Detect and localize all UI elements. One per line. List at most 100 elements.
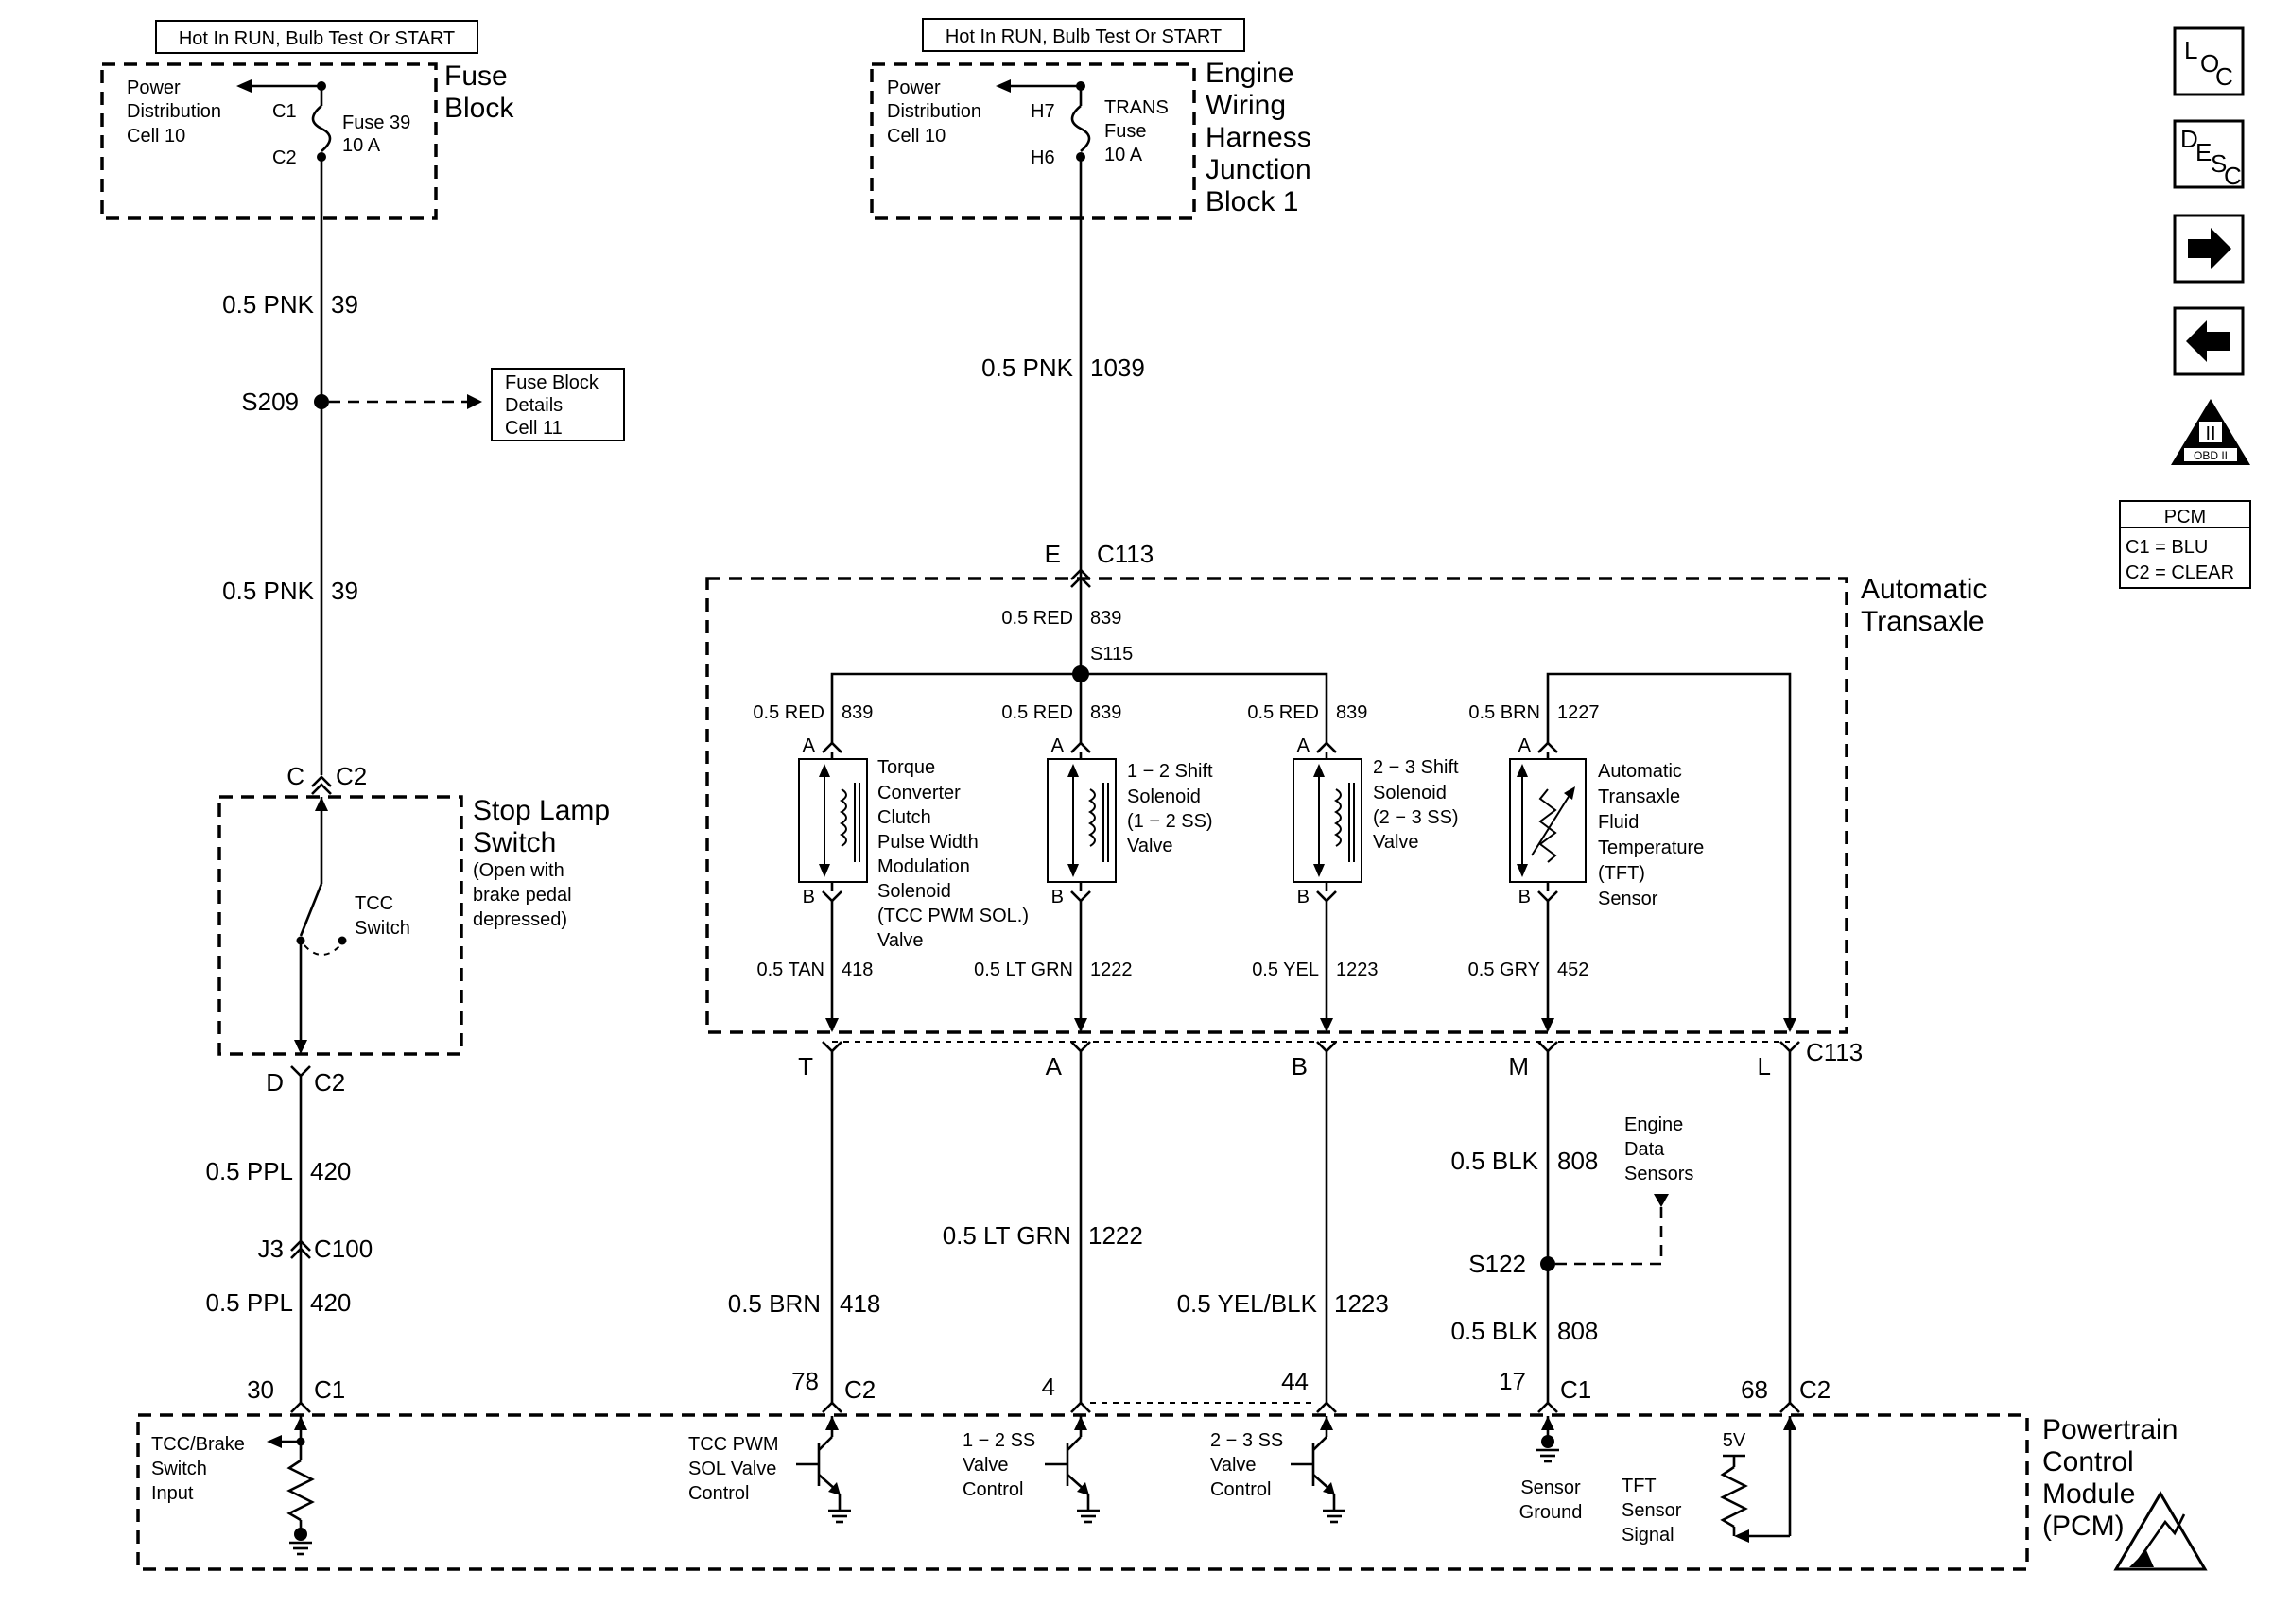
arrow-right-icon [2188,228,2231,269]
junction-block-text: Power Distribution Cell 10 H7 H6 TRANS F… [887,58,1311,217]
svg-text:0.5 GRY: 0.5 GRY [1468,959,1540,980]
hot-label-mid: Hot In RUN, Bulb Test Or START [922,18,1245,52]
svg-text:30: 30 [247,1375,274,1404]
pcm-sensor-ground: Sensor Ground [1519,1416,1583,1523]
svg-text:Block 1: Block 1 [1206,186,1298,217]
svg-text:1227: 1227 [1557,702,1600,723]
svg-text:OBD II: OBD II [2194,449,2228,462]
svg-text:Hot In RUN, Bulb Test Or START: Hot In RUN, Bulb Test Or START [946,26,1222,47]
pcm-tcc-brake-input: TCC/Brake Switch Input [151,1416,315,1556]
svg-text:68: 68 [1741,1375,1768,1404]
wire-pnk-39-label: 0.5 PNK 39 [222,290,358,319]
svg-text:0.5 RED: 0.5 RED [753,702,824,723]
svg-text:D: D [266,1068,284,1097]
svg-text:39: 39 [331,577,358,605]
obd-ii-badge: II OBD II [2171,399,2250,465]
svg-text:C: C [2215,62,2233,91]
svg-text:L: L [1758,1052,1771,1080]
svg-text:Data: Data [1624,1139,1665,1160]
svg-text:Engine: Engine [1624,1114,1683,1135]
svg-text:Distribution: Distribution [887,101,981,122]
svg-text:0.5 YEL/BLK: 0.5 YEL/BLK [1177,1289,1318,1318]
branch-labels-bottom: 0.5 TAN 418 0.5 LT GRN 1222 0.5 YEL 1223… [756,959,1588,980]
prev-button[interactable] [2173,306,2245,376]
svg-text:0.5 PNK: 0.5 PNK [222,290,314,319]
svg-text:PCM: PCM [2164,507,2206,527]
splice-s209: S209 [241,388,482,416]
svg-text:839: 839 [1090,702,1121,723]
wire-pnk-1039-label: 0.5 PNK 1039 [981,354,1145,382]
svg-text:SOL Valve: SOL Valve [688,1459,776,1479]
svg-text:E: E [1045,540,1061,568]
svg-text:1223: 1223 [1336,959,1379,980]
svg-text:0.5 PNK: 0.5 PNK [222,577,314,605]
svg-text:C1: C1 [272,101,297,122]
svg-text:0.5 RED: 0.5 RED [1001,608,1073,629]
svg-text:A: A [1046,1052,1063,1080]
svg-text:Sensor: Sensor [1622,1500,1682,1521]
svg-text:II: II [2205,423,2215,444]
svg-text:B: B [1051,887,1064,907]
svg-text:C100: C100 [314,1235,373,1263]
svg-text:A: A [1518,735,1532,756]
loc-button[interactable]: L O C [2173,26,2245,96]
fuse-block-details-ref[interactable]: Fuse Block Details Cell 11 [491,368,625,441]
svg-text:Cell 11: Cell 11 [505,418,563,439]
svg-text:2 − 3 SS: 2 − 3 SS [1210,1430,1283,1451]
junction-block-box [870,62,1196,220]
svg-text:C: C [2224,162,2242,190]
svg-text:0.5 RED: 0.5 RED [1247,702,1319,723]
stop-lamp-switch-box [217,795,463,1056]
fuse-block-text: Power Distribution Cell 10 C1 C2 Fuse 39… [127,60,514,168]
svg-text:Modulation: Modulation [877,856,970,877]
svg-text:Cell 10: Cell 10 [127,126,185,147]
svg-text:Valve: Valve [1373,832,1419,853]
svg-text:Block: Block [444,93,514,124]
svg-text:(TCC PWM SOL.): (TCC PWM SOL.) [877,906,1029,926]
wire-red-839-bus [830,672,1328,743]
svg-text:Sensors: Sensors [1624,1164,1693,1184]
svg-text:O: O [2200,49,2219,78]
svg-text:Transaxle: Transaxle [1861,606,1985,637]
splice-s115: 0.5 RED 839 S115 [1001,608,1133,682]
svg-text:L: L [2184,36,2197,64]
svg-text:H6: H6 [1031,147,1055,168]
svg-text:TCC/Brake: TCC/Brake [151,1434,245,1455]
svg-text:Module: Module [2042,1478,2135,1510]
wire-labels-lower: 0.5 BRN 418 0.5 LT GRN 1222 0.5 YEL/BLK … [728,1147,1599,1345]
svg-text:S209: S209 [241,388,299,416]
svg-text:1039: 1039 [1090,354,1145,382]
svg-text:A: A [803,735,816,756]
svg-text:Switch: Switch [151,1459,207,1479]
pcm-1-2-ss-driver: 1 − 2 SS Valve Control [963,1416,1100,1524]
svg-text:C2: C2 [336,762,367,790]
fuse-block-box [100,62,438,220]
svg-text:Solenoid: Solenoid [1373,783,1447,803]
svg-text:0.5 PNK: 0.5 PNK [981,354,1073,382]
svg-text:1222: 1222 [1088,1221,1143,1250]
next-button[interactable] [2173,214,2245,284]
svg-text:C2: C2 [272,147,297,168]
svg-text:1 − 2 Shift: 1 − 2 Shift [1127,761,1213,782]
svg-text:TFT: TFT [1622,1476,1657,1496]
svg-text:Ground: Ground [1519,1502,1583,1523]
svg-text:Pulse Width: Pulse Width [877,832,979,853]
wire-ppl-420-label: 0.5 PPL 420 [205,1157,351,1185]
svg-text:S115: S115 [1090,644,1133,665]
svg-text:Solenoid: Solenoid [1127,786,1201,807]
svg-text:C1: C1 [1560,1375,1591,1404]
svg-text:0.5 RED: 0.5 RED [1001,702,1073,723]
svg-text:420: 420 [310,1288,351,1317]
svg-text:808: 808 [1557,1317,1598,1345]
svg-text:B: B [803,887,815,907]
trans-fuse-symbol [996,79,1091,162]
wire-brn-1227 [1546,672,1792,1030]
desc-button[interactable]: D E S C [2173,119,2245,190]
svg-text:Fuse: Fuse [1104,121,1146,142]
svg-text:Sensor: Sensor [1520,1477,1581,1498]
svg-text:C1: C1 [314,1375,345,1404]
pcm-tft-signal: 5V TFT Sensor Signal [1622,1416,1796,1546]
svg-text:0.5 PPL: 0.5 PPL [205,1288,293,1317]
tcc-pwm-solenoid: A B Torque Converter Clutch Pulse Width … [798,735,1029,951]
svg-text:Torque: Torque [877,757,935,778]
